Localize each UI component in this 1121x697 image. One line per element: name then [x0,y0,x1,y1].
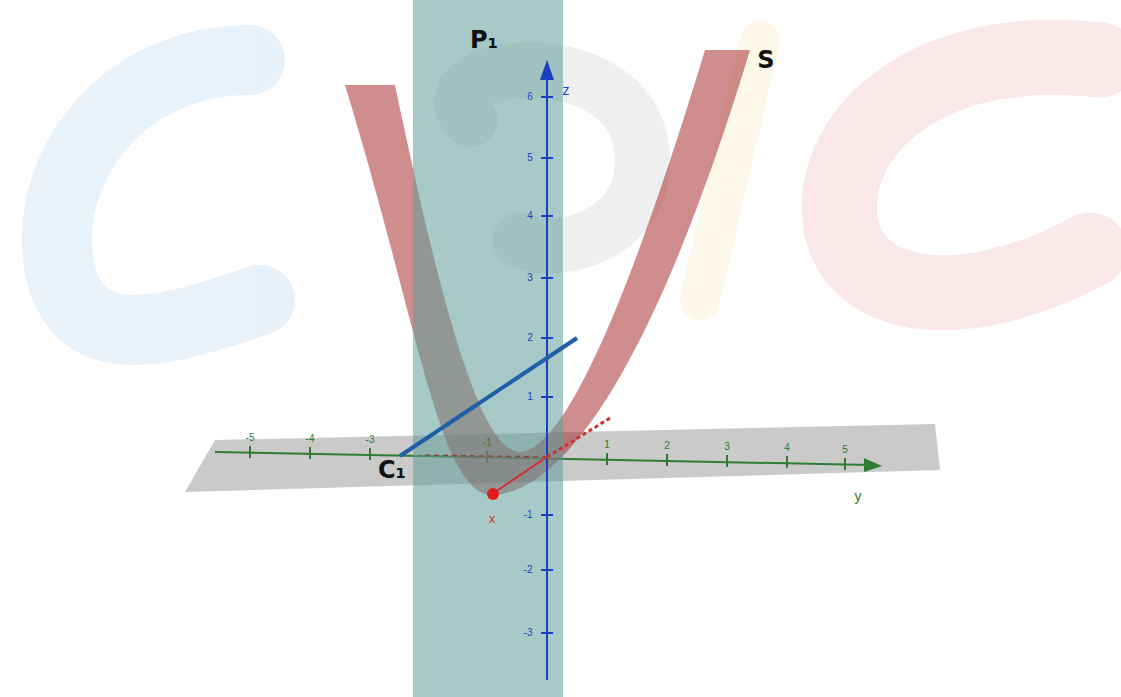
tick-number: 6 [527,92,533,102]
tick-number: -4 [306,434,315,444]
tick-number: 3 [724,442,730,452]
axis-label: z [563,83,570,97]
tick-number: 5 [527,153,533,163]
tick-number: -2 [524,565,533,575]
tick-number: -3 [524,628,533,638]
curve-label: C₁ [378,458,406,482]
tick-number: 5 [842,445,848,455]
tick-number: -1 [483,438,492,448]
tick-number: -1 [524,510,533,520]
tick-number: -5 [246,433,255,443]
surface-label: S [757,48,774,72]
tick-number: 2 [527,333,533,343]
tick-number: 3 [527,273,533,283]
tick-number: -3 [366,435,375,445]
axis-label: y [855,489,862,503]
plane-label: P₁ [470,28,498,52]
tick-number: 1 [527,392,533,402]
axis-label: x [489,512,496,525]
tick-number: 1 [604,440,610,450]
tick-number: 4 [527,211,533,221]
tick-number: 4 [784,443,790,453]
tick-number: 2 [664,441,670,451]
